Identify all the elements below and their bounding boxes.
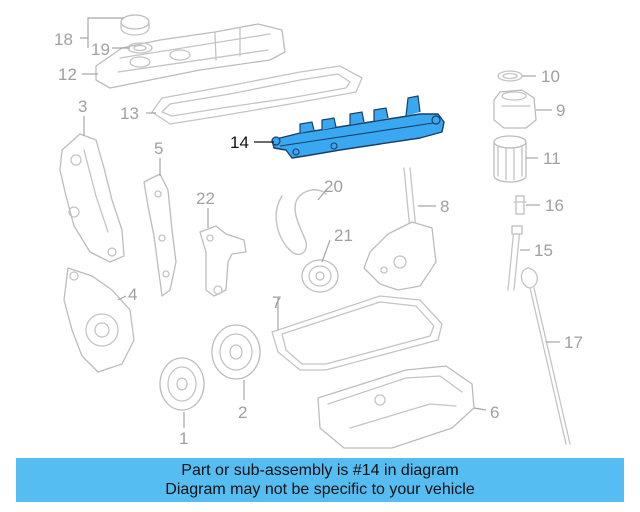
timing-cover-part-3[interactable] [59, 133, 125, 263]
callout-3: 3 [78, 97, 87, 116]
oil-pickup-part-8[interactable] [363, 167, 437, 291]
callout-20: 20 [324, 177, 343, 196]
callout-10: 10 [541, 67, 560, 86]
dipstick-part-17[interactable] [520, 267, 571, 445]
callout-8: 8 [440, 197, 449, 216]
ignition-coil-cover-part-14[interactable] [271, 95, 445, 159]
leader-line-6 [473, 407, 487, 411]
dipstick-tube-part-15[interactable] [507, 225, 523, 291]
valve-cover-part-12[interactable] [95, 23, 286, 89]
info-banner: Part or sub-assembly is #14 in diagram D… [16, 458, 624, 502]
leader-line-4 [117, 295, 127, 301]
seal-part-10[interactable] [497, 70, 523, 82]
oil-filter-part-11[interactable] [493, 135, 527, 183]
crank-pulley-part-2[interactable] [211, 324, 261, 380]
callout-13: 13 [120, 104, 139, 123]
callout-7: 7 [272, 293, 281, 312]
leader-line-18 [80, 17, 124, 39]
bracket-part-5[interactable] [143, 173, 177, 297]
callout-15: 15 [534, 241, 553, 260]
sensor-part-22[interactable] [199, 225, 247, 297]
filter-housing-part-9[interactable] [493, 89, 537, 129]
leader-line-20 [317, 189, 327, 201]
crank-pulley-part-1[interactable] [159, 357, 205, 411]
leader-line-21 [321, 239, 331, 263]
callout-12: 12 [58, 65, 77, 84]
banner-line-part-number: Part or sub-assembly is #14 in diagram [181, 462, 459, 479]
oil-cap-part-18[interactable] [120, 14, 150, 36]
tensioner-pulley-part-21[interactable] [301, 259, 339, 293]
callout-18: 18 [54, 30, 73, 49]
parts-diagram: 18 19 12 13 3 5 22 20 21 4 7 2 1 6 8 10 … [54, 14, 583, 449]
timing-belt-part-20[interactable] [275, 189, 327, 256]
callout-1: 1 [179, 429, 188, 448]
callout-6: 6 [490, 403, 499, 422]
callout-2: 2 [238, 403, 247, 422]
callout-22: 22 [196, 189, 215, 208]
fitting-part-16[interactable] [513, 195, 527, 215]
callout-5: 5 [154, 139, 163, 158]
callout-14: 14 [230, 133, 249, 152]
callout-4: 4 [128, 285, 137, 304]
valve-cover-gasket-part-13[interactable] [151, 65, 363, 125]
oil-pan-part-6[interactable] [317, 365, 475, 449]
callout-9: 9 [556, 101, 565, 120]
oil-pan-gasket-part-7[interactable] [271, 295, 443, 371]
banner-line-disclaimer: Diagram may not be specific to your vehi… [165, 481, 475, 498]
callout-19: 19 [91, 40, 110, 59]
callout-17: 17 [564, 333, 583, 352]
callout-16: 16 [545, 196, 564, 215]
callout-21: 21 [334, 226, 353, 245]
oil-pump-part-4[interactable] [63, 267, 135, 373]
callout-11: 11 [543, 149, 561, 168]
